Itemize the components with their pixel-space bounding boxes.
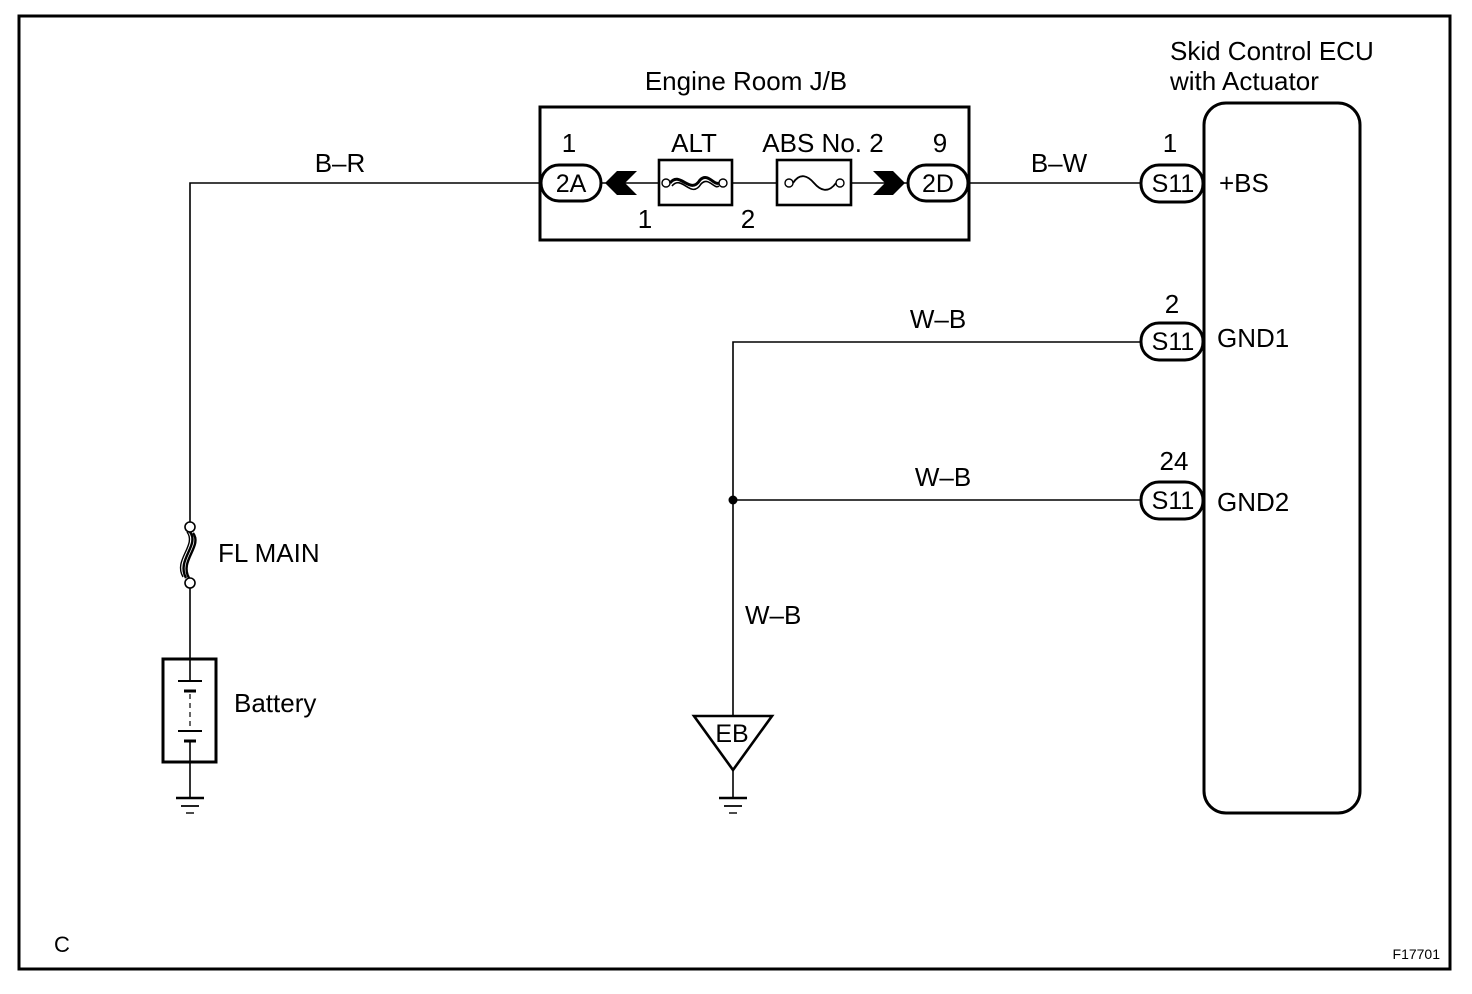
wire-label-gnd1: W–B [910,304,966,334]
battery-circuit: B–R FL MAIN Battery [161,148,544,814]
jb-title: Engine Room J/B [645,66,847,96]
ecu-pin-1: 1 [1163,128,1177,158]
connector-s11-pin1-label: S11 [1152,170,1195,198]
connector-2d-label: 2D [922,170,954,198]
fuse-abs-icon [784,175,845,191]
connector-2d[interactable] [906,163,970,203]
wire-gnd1 [732,341,1142,716]
connector-2a[interactable] [539,163,603,203]
ecu-title-line2: with Actuator [1169,66,1319,96]
wire-label-b-w: B–W [1031,148,1088,178]
wire-b-r [189,182,544,523]
ecu-pin-2: 2 [1165,289,1179,319]
connector-s11-pin2[interactable] [1139,321,1205,362]
connector-s11-pin1[interactable] [1139,163,1205,204]
connector-s11-pin24[interactable] [1139,480,1205,521]
arrow-right-icon [873,171,905,195]
terminal-gnd2-label: GND2 [1217,487,1289,517]
fuse-abs-label: ABS No. 2 [762,128,883,158]
terminal-bs-label: +BS [1219,168,1269,198]
fusible-link-icon [179,521,197,589]
connector-s11-pin24-label: S11 [1152,487,1195,515]
splice-point-icon [728,495,738,505]
fuse-alt-icon [661,176,728,191]
wire-label-gnd2: W–B [915,462,971,492]
jb-right-pin: 9 [933,128,947,158]
ecu-pin-24: 24 [1160,446,1189,476]
fuse-alt-label: ALT [671,128,717,158]
wire-label-to-ground: W–B [745,600,801,630]
jb-left-pin: 1 [562,128,576,158]
fuse-pin-2-label: 2 [741,204,755,234]
ground-point-label: EB [715,720,748,748]
ecu-title-line1: Skid Control ECU [1170,36,1374,66]
terminal-gnd1-label: GND1 [1217,323,1289,353]
diagram-frame [17,14,1452,971]
fuse-pin-1-label: 1 [638,204,652,234]
fl-main-label: FL MAIN [218,538,320,568]
connector-s11-pin2-label: S11 [1152,328,1195,356]
ground-point-eb-icon[interactable] [691,714,775,773]
ground-circuit: W–B W–B W–B EB [691,304,1142,814]
skid-control-ecu: Skid Control ECU with Actuator 1 S11 +BS… [1139,36,1374,815]
figure-id: F17701 [1393,946,1441,962]
engine-room-jb: Engine Room J/B 1 9 2A ALT 1 2 ABS No. 2 [538,66,971,242]
ground-icon [176,796,204,814]
connector-2a-label: 2A [556,170,587,198]
jb-box [538,105,971,242]
section-letter: C [54,932,70,957]
ecu-box [1202,101,1362,815]
wire-label-b-r: B–R [315,148,366,178]
ground-icon [719,796,747,814]
arrow-left-icon [605,171,637,195]
battery-label: Battery [234,688,316,718]
battery-icon [178,659,202,762]
